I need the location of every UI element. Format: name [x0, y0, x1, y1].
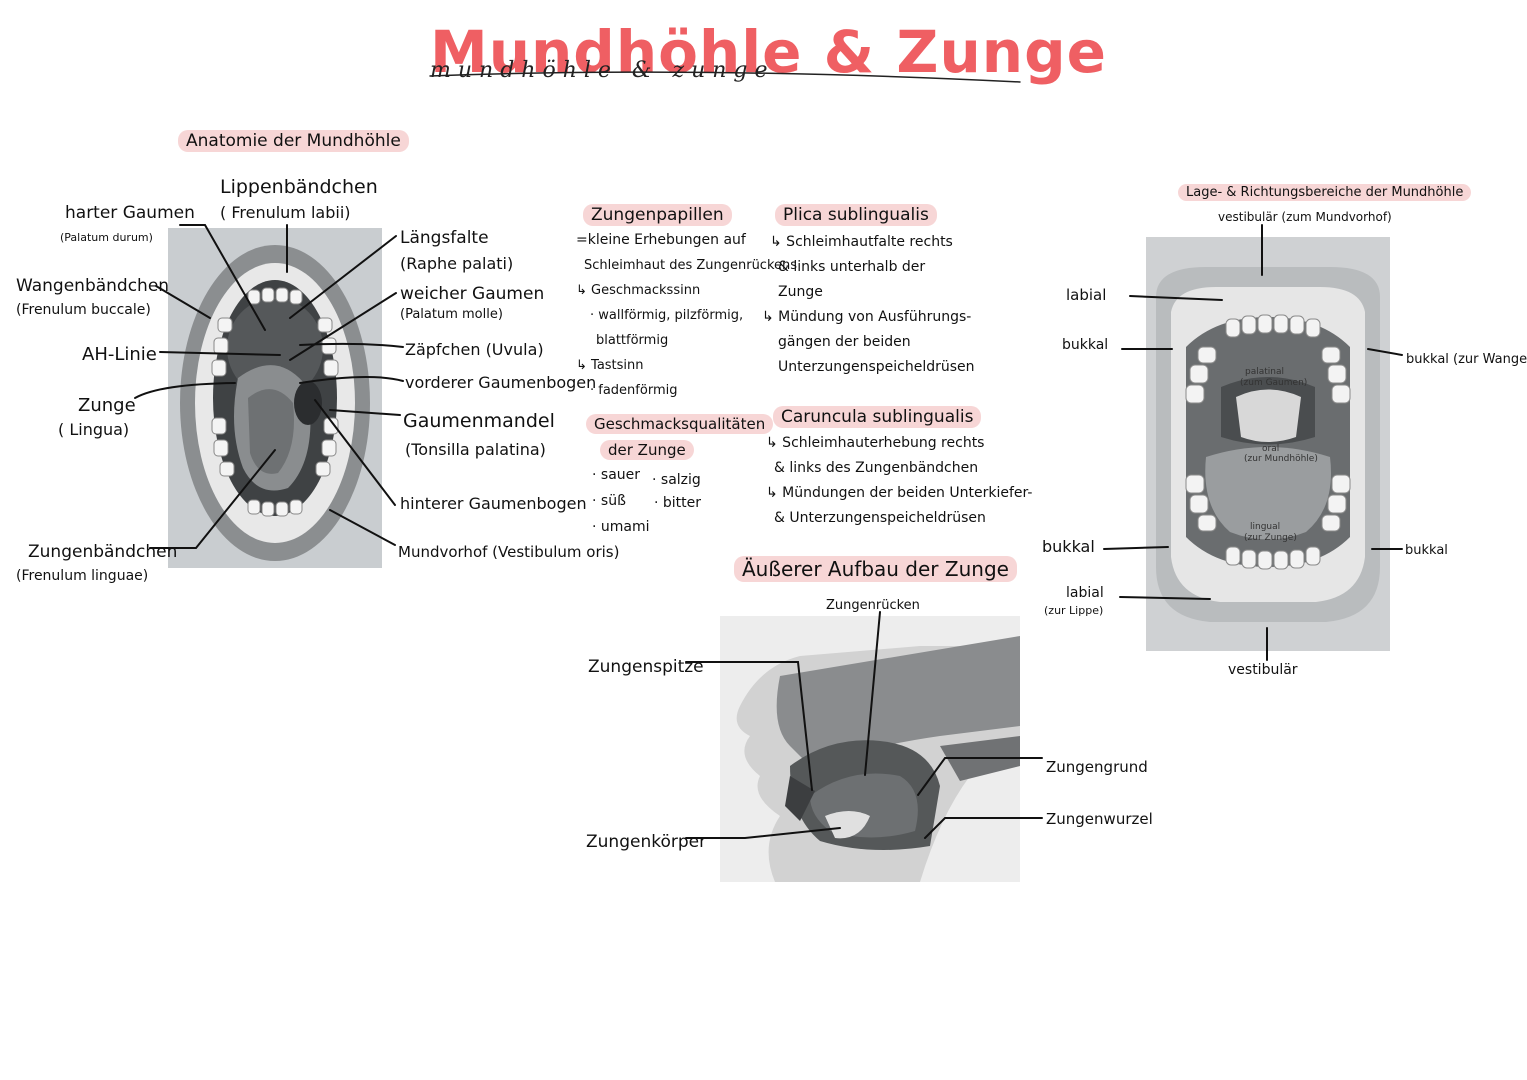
label-vestibular-bottom: vestibulär	[1228, 662, 1298, 678]
label-gaumenmandel: Gaumenmandel	[403, 410, 555, 432]
caruncula-line: & Unterzungenspeicheldrüsen	[774, 510, 986, 526]
label-zungenwurzel: Zungenwurzel	[1046, 810, 1153, 828]
papillen-line: ↳ Tastsinn	[576, 358, 644, 373]
geschmack-umami: · umami	[592, 519, 650, 535]
label-wangenbaendchen-latin: (Frenulum buccale)	[16, 302, 151, 318]
mouth-directions-image	[1146, 237, 1390, 651]
label-zaepfchen: Zäpfchen (Uvula)	[405, 340, 544, 359]
label-zungenbaendchen-latin: (Frenulum linguae)	[16, 568, 149, 584]
label-harter-gaumen: harter Gaumen	[65, 203, 195, 223]
papillen-line: · fadenförmig	[590, 383, 678, 398]
label-gaumenmandel-latin: (Tonsilla palatina)	[405, 440, 546, 459]
label-oral: oral	[1262, 444, 1280, 454]
label-labial-top: labial	[1066, 286, 1107, 304]
geschmack-heading-2: der Zunge	[600, 440, 694, 460]
label-zungenruecken: Zungenrücken	[826, 598, 920, 613]
label-bukkal-left-bottom: bukkal	[1042, 537, 1095, 556]
label-laengsfalte-latin: (Raphe palati)	[400, 254, 514, 273]
label-vorderer-gaumenbogen: vorderer Gaumenbogen	[405, 373, 597, 392]
papillen-notes: =kleine Erhebungen auf Schleimhaut des Z…	[576, 228, 797, 403]
label-vestibular-top: vestibulär (zum Mundvorhof)	[1218, 210, 1392, 224]
plica-heading: Plica sublingualis	[775, 204, 937, 226]
papillen-line: Schleimhaut des Zungenrückens	[584, 258, 798, 273]
label-laengsfalte: Längsfalte	[400, 228, 489, 248]
label-lippenbaendchen: Lippenbändchen	[220, 176, 378, 198]
label-weicher-gaumen-latin: (Palatum molle)	[400, 307, 503, 322]
label-zungenbaendchen: Zungenbändchen	[28, 542, 178, 562]
papillen-heading: Zungenpapillen	[583, 204, 732, 226]
plica-line: Zunge	[778, 284, 823, 300]
geschmack-heading: Geschmacksqualitäten	[586, 414, 774, 434]
label-bukkal-right-top: bukkal (zur Wange)	[1406, 352, 1527, 367]
label-palatinal-sub: (zum Gaumen)	[1240, 378, 1308, 388]
plica-line: ↳ Mündung von Ausführungs-	[762, 309, 972, 325]
label-palatinal: palatinal	[1245, 367, 1284, 377]
label-labial-bottom-sub: (zur Lippe)	[1044, 604, 1104, 617]
title-underline-text: mundhöhle & zunge	[430, 58, 775, 83]
label-wangenbaendchen: Wangenbändchen	[16, 276, 170, 296]
label-lippenbaendchen-latin: ( Frenulum labii)	[220, 203, 351, 222]
caruncula-line: ↳ Schleimhauterhebung rechts	[766, 435, 985, 451]
caruncula-heading: Caruncula sublingualis	[773, 406, 982, 428]
anatomy-heading: Anatomie der Mundhöhle	[178, 130, 409, 152]
geschmack-suess: · süß	[592, 493, 626, 509]
geschmack-sauer: · sauer	[592, 467, 641, 483]
label-harter-gaumen-latin: (Palatum durum)	[60, 231, 153, 244]
plica-line: ↳ Schleimhautfalte rechts	[770, 234, 953, 250]
papillen-line: =kleine Erhebungen auf	[576, 232, 746, 248]
label-lingual: lingual	[1250, 522, 1281, 532]
papillen-line: blattförmig	[596, 333, 669, 348]
tongue-profile-image	[720, 616, 1020, 882]
plica-line: gängen der beiden	[778, 334, 911, 350]
papillen-line: ↳ Geschmackssinn	[576, 283, 701, 298]
label-bukkal-right-bottom: bukkal	[1405, 543, 1448, 558]
label-mundvorhof: Mundvorhof (Vestibulum oris)	[398, 543, 620, 561]
label-ah-linie: AH-Linie	[82, 344, 157, 365]
label-oral-sub: (zur Mundhöhle)	[1244, 454, 1318, 464]
label-lingual-sub: (zur Zunge)	[1244, 533, 1297, 543]
plica-line: & links unterhalb der	[778, 259, 926, 275]
caruncula-line: & links des Zungenbändchen	[774, 460, 979, 476]
plica-line: Unterzungenspeicheldrüsen	[778, 359, 975, 375]
label-labial-bottom: labial	[1066, 585, 1104, 601]
geschmack-salzig: · salzig	[652, 472, 701, 488]
geschmack-bitter: · bitter	[654, 495, 702, 511]
caruncula-line: ↳ Mündungen der beiden Unterkiefer-	[766, 485, 1033, 501]
label-weicher-gaumen: weicher Gaumen	[400, 284, 545, 304]
label-zungenkoerper: Zungenkörper	[586, 832, 707, 852]
label-zunge-latin: ( Lingua)	[58, 420, 130, 439]
caruncula-notes: ↳ Schleimhauterhebung rechts & links des…	[766, 431, 1032, 531]
mouth-anatomy-image	[168, 228, 382, 568]
label-hinterer-gaumenbogen: hinterer Gaumenbogen	[400, 494, 587, 513]
papillen-line: · wallförmig, pilzförmig,	[590, 308, 744, 323]
plica-notes: ↳ Schleimhautfalte rechts & links unterh…	[762, 230, 975, 380]
label-zungengrund: Zungengrund	[1046, 758, 1148, 776]
aufbau-heading: Äußerer Aufbau der Zunge	[734, 556, 1017, 582]
lage-heading: Lage- & Richtungsbereiche der Mundhöhle	[1178, 184, 1472, 201]
label-zunge: Zunge	[78, 395, 136, 416]
label-bukkal-left-top: bukkal	[1062, 337, 1109, 353]
label-zungenspitze: Zungenspitze	[588, 657, 704, 677]
